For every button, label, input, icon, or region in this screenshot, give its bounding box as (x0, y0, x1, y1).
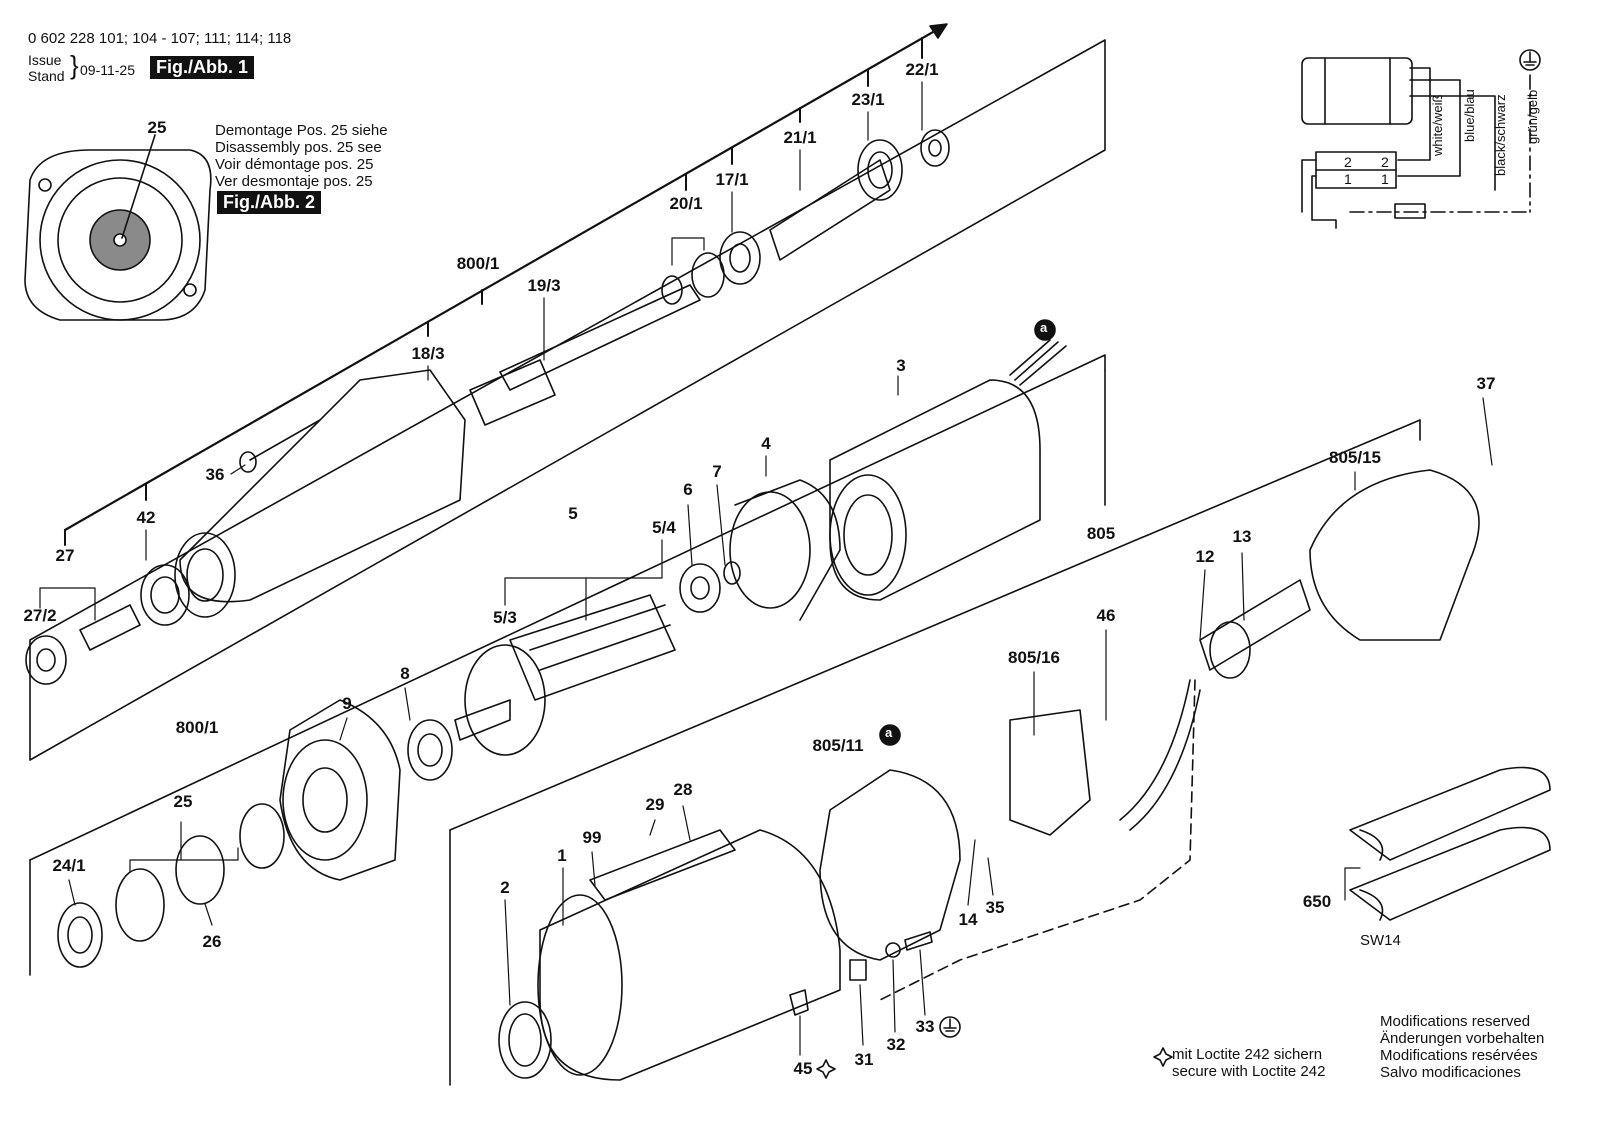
modifications-es: Salvo modificaciones (1380, 1064, 1521, 1081)
brace-icon: } (70, 50, 79, 80)
part-label: 8 (400, 664, 410, 683)
part-label: 13 (1232, 527, 1252, 546)
marker-a-upper (1034, 319, 1056, 341)
lower-assembly-frame (449, 419, 1421, 1086)
part-label: 7 (712, 462, 722, 481)
part-label: 22/1 (905, 60, 939, 79)
part-label: 27/2 (23, 606, 57, 625)
part-label: 36 (205, 465, 225, 484)
wiring-schematic (1301, 49, 1541, 229)
lower-parts (498, 469, 1551, 1081)
terminal-2-left: 2 (1344, 154, 1352, 170)
part-label: 805/16 (1008, 648, 1060, 667)
part-label: 35 (985, 898, 1005, 917)
issue-label: Issue (28, 52, 62, 68)
part-label: 19/3 (527, 276, 561, 295)
loctite-star-icon-45 (816, 1059, 836, 1079)
part-label: 6 (683, 480, 693, 499)
fig2-label: Fig./Abb. 2 (217, 191, 321, 214)
part-label: 650 (1302, 892, 1332, 911)
upper-assembly-frame (29, 23, 1106, 761)
wire-label-white: white/weiß (1430, 94, 1445, 156)
part-label: 21/1 (783, 128, 817, 147)
part-label: 4 (761, 434, 771, 453)
terminal-1-left: 1 (1344, 171, 1352, 187)
part-label: 2 (500, 878, 510, 897)
part-label: 5 (568, 504, 578, 523)
part-label: 46 (1096, 606, 1116, 625)
instruction-de: Demontage Pos. 25 siehe (215, 122, 388, 139)
modifications-en: Modifications reserved (1380, 1013, 1531, 1030)
part-label: 32 (886, 1035, 906, 1054)
part-label: 805 (1086, 524, 1116, 543)
part-label: 28 (673, 780, 693, 799)
ground-icon (939, 1016, 961, 1038)
part-label: 31 (854, 1050, 874, 1069)
part-label: 27 (55, 546, 75, 565)
loctite-note-de: mit Loctite 242 sichern (1172, 1046, 1323, 1063)
model-line: 0 602 228 101; 104 - 107; 111; 114; 118 (28, 30, 292, 47)
marker-a-label-upper: a (1040, 320, 1048, 335)
part-label: 800/1 (175, 718, 219, 737)
part-label: 3 (896, 356, 906, 375)
part-label: 45 (793, 1059, 813, 1078)
part-label: 5/3 (493, 608, 517, 627)
part-label: 42 (136, 508, 156, 527)
part-label: 805/11 (812, 736, 864, 755)
middle-assembly-frame (29, 354, 1106, 976)
part-label: 800/1 (456, 254, 500, 273)
part-label: 23/1 (851, 90, 885, 109)
part-label-inset-25: 25 (147, 118, 167, 137)
fig1-label: Fig./Abb. 1 (150, 56, 254, 79)
instruction-es: Ver desmontaje pos. 25 (215, 173, 373, 190)
part-label: 17/1 (715, 170, 749, 189)
marker-a-label-lower: a (885, 725, 893, 740)
part-label: 25 (173, 792, 193, 811)
gear-head-inset (24, 134, 212, 321)
terminal-2-right: 2 (1381, 154, 1389, 170)
terminal-1-right: 1 (1381, 171, 1389, 187)
part-label: 99 (582, 828, 602, 847)
upper-parts (25, 129, 950, 685)
modifications-de: Änderungen vorbehalten (1380, 1030, 1545, 1047)
part-label: 26 (202, 932, 222, 951)
part-label: 805/15 (1329, 448, 1381, 467)
part-label: 29 (645, 795, 665, 814)
wrench-size-label: SW14 (1360, 932, 1401, 949)
wire-label-black: black/schwarz (1493, 94, 1508, 176)
leader-lines (39, 81, 1493, 1056)
instruction-en: Disassembly pos. 25 see (215, 139, 382, 156)
part-label: 24/1 (52, 856, 86, 875)
stand-label: Stand (28, 68, 65, 84)
motor-parts (57, 339, 1067, 968)
part-label: 5/4 (652, 518, 676, 537)
loctite-note-en: secure with Loctite 242 (1172, 1063, 1326, 1080)
part-label: 20/1 (669, 194, 703, 213)
part-label: 18/3 (411, 344, 445, 363)
part-label: 12 (1195, 547, 1215, 566)
issue-date: 09-11-25 (80, 62, 136, 78)
loctite-star-icon (1153, 1047, 1173, 1067)
part-label: 37 (1476, 374, 1496, 393)
modifications-fr: Modifications resérvées (1380, 1047, 1538, 1064)
instruction-fr: Voir démontage pos. 25 (215, 156, 374, 173)
marker-a-lower (879, 724, 901, 746)
wire-label-green-yellow: grün/gelb (1525, 89, 1540, 144)
part-label: 33 (915, 1017, 935, 1036)
wire-label-blue: blue/blau (1462, 89, 1477, 142)
part-label: 1 (557, 846, 567, 865)
part-label: 14 (958, 910, 978, 929)
part-label: 9 (342, 694, 352, 713)
